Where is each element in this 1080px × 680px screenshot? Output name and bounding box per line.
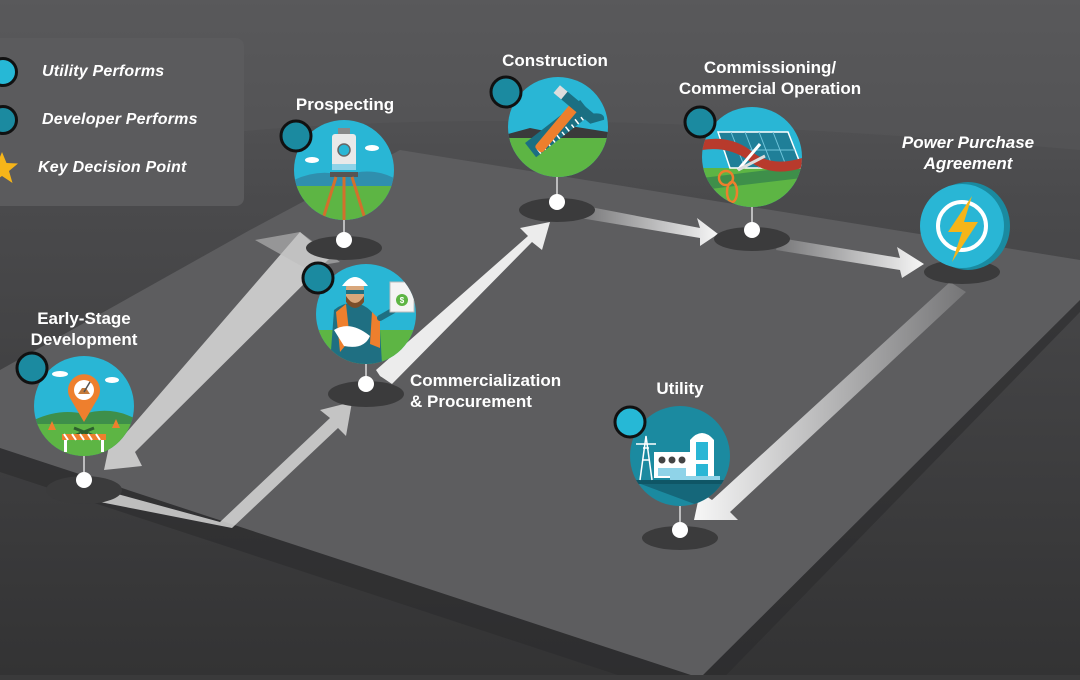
- pin-commissioning: [744, 222, 760, 238]
- legend-label: Key Decision Point: [38, 159, 187, 176]
- map-pin-shovel-icon[interactable]: [34, 356, 134, 456]
- legend-item-developer: Developer Performs: [0, 102, 198, 138]
- stage-label-line: & Procurement: [410, 392, 532, 411]
- stage-label-construction: Construction: [480, 50, 630, 71]
- pin-commercialization: [358, 376, 374, 392]
- arrow-ppa-to-utility: [694, 282, 966, 520]
- stage-label-utility: Utility: [620, 378, 740, 399]
- stage-label-commissioning: Commissioning/ Commercial Operation: [660, 57, 880, 99]
- stage-label-line: Prospecting: [295, 95, 395, 114]
- stage-label-line: Power Purchase: [901, 133, 1035, 152]
- stage-label-line: Early-Stage: [37, 309, 131, 328]
- developer-marker-construction: [489, 75, 523, 109]
- power-plant-icon[interactable]: [630, 406, 730, 506]
- utility-dot-icon: [0, 57, 18, 87]
- developer-marker-early-stage: [15, 351, 49, 385]
- pin-utility: [672, 522, 688, 538]
- stage-label-line: Utility: [656, 379, 704, 398]
- arrow-prospecting-to-early: [104, 232, 330, 470]
- developer-marker-commercialization: [301, 261, 335, 295]
- svg-text:$: $: [400, 296, 405, 305]
- legend-label: Utility Performs: [42, 63, 165, 80]
- stage-label-line: Commercialization: [410, 371, 562, 390]
- star-icon: [0, 152, 18, 183]
- arrow-construction-to-commissioning: [580, 206, 718, 246]
- stage-label-early-stage: Early-Stage Development: [14, 308, 154, 350]
- arrow-early-to-commercialization: [100, 402, 352, 528]
- legend-item-key-decision: Key Decision Point: [0, 150, 187, 186]
- developer-marker-commissioning: [683, 105, 717, 139]
- pin-construction: [549, 194, 565, 210]
- stage-label-line: Agreement: [923, 154, 1013, 173]
- developer-dot-icon: [0, 105, 18, 135]
- stage-label-commercialization: Commercialization & Procurement: [410, 370, 561, 412]
- arrow-commissioning-to-ppa: [776, 238, 924, 278]
- legend: Utility Performs Developer Performs Key …: [0, 38, 244, 206]
- developer-marker-prospecting: [279, 119, 313, 153]
- lightning-bolt-icon[interactable]: [920, 182, 1010, 270]
- stage-label-prospecting: Prospecting: [270, 94, 420, 115]
- ribbon-cutting-solar-icon[interactable]: [702, 107, 802, 208]
- stage-label-ppa: Power Purchase Agreement: [880, 132, 1056, 174]
- stage-label-line: Commissioning/: [703, 58, 837, 77]
- legend-item-utility: Utility Performs: [0, 54, 164, 90]
- stage-label-line: Development: [30, 330, 138, 349]
- arrow-back-segment: [255, 232, 340, 268]
- legend-label: Developer Performs: [42, 111, 198, 128]
- arrow-commercialization-to-construction: [376, 222, 550, 384]
- stage-label-line: Construction: [502, 51, 608, 70]
- pin-prospecting: [336, 232, 352, 248]
- stage-pins: [46, 177, 1000, 550]
- flow-arrows: [100, 206, 966, 528]
- utility-marker-utility: [613, 405, 647, 439]
- pin-early-stage: [76, 472, 92, 488]
- stage-label-line: Commercial Operation: [678, 79, 862, 98]
